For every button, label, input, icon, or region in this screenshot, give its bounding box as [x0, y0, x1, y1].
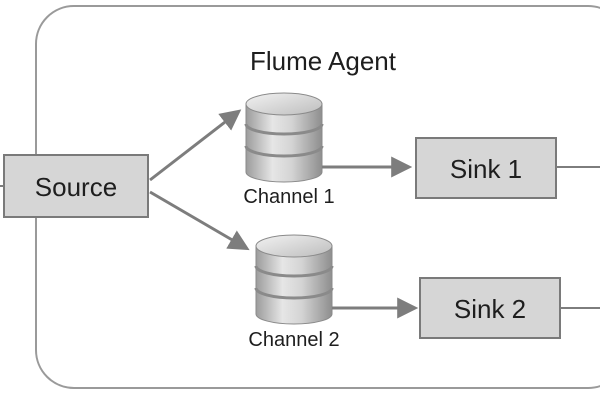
- sink-2-box: [419, 277, 561, 339]
- arrow-source-to-channel-1: [149, 109, 242, 182]
- sink-2-node: Sink 2: [419, 277, 561, 339]
- sink-2-label: Sink 2: [454, 294, 526, 324]
- channel-1-icon: [244, 92, 324, 183]
- sink-1-box: [415, 137, 557, 199]
- agent-title: Flume Agent: [250, 46, 397, 76]
- sink-1-label: Sink 1: [450, 154, 522, 184]
- channel-2-label: Channel 2: [248, 329, 339, 351]
- channel-2-icon: [254, 234, 334, 325]
- sink-1-node: Sink 1: [415, 137, 557, 199]
- source-node: Source: [3, 154, 149, 218]
- source-box: [3, 154, 149, 218]
- source-label: Source: [35, 172, 117, 202]
- arrow-source-to-channel-2: [149, 190, 250, 251]
- channel-1-label: Channel 1: [243, 186, 334, 208]
